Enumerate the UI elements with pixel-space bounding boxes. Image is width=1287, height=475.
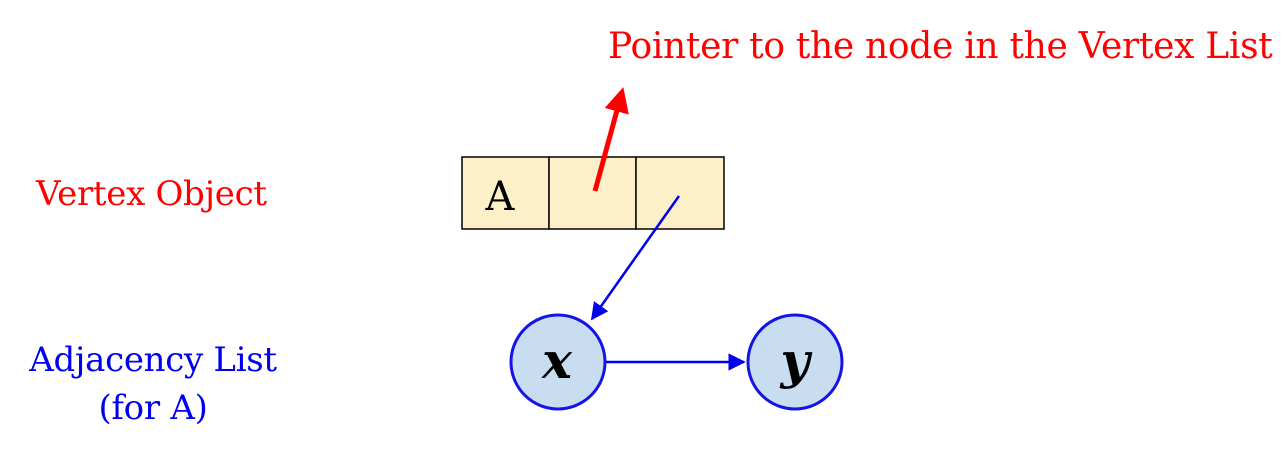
- adjacency-node-x: x: [509, 313, 607, 411]
- adjacency-list-label-line2: (for A): [98, 388, 208, 428]
- adjacency-node-y: y: [746, 313, 844, 411]
- pointer-annotation: Pointer to the node in the Vertex List: [608, 26, 1273, 67]
- adjacency-list-label-line1: Adjacency List: [29, 340, 277, 380]
- vertex-object-label: Vertex Object: [36, 174, 267, 214]
- vertex-object: A: [461, 156, 725, 230]
- vertex-cell-3: [635, 156, 725, 230]
- vertex-cell-1-text: A: [485, 174, 516, 220]
- adjacency-head-arrow: [590, 195, 681, 321]
- adjacency-node-y-circle: [746, 313, 844, 411]
- adjacency-node-y-label: y: [779, 331, 812, 390]
- adjacency-node-x-label: x: [541, 331, 573, 390]
- vertex-cell-1: [461, 156, 550, 230]
- adjacency-list-label: Adjacency List (for A): [22, 336, 284, 432]
- vertex-cell-2: [548, 156, 637, 230]
- pointer-arrow: [592, 87, 629, 192]
- adjacency-node-x-circle: [509, 313, 607, 411]
